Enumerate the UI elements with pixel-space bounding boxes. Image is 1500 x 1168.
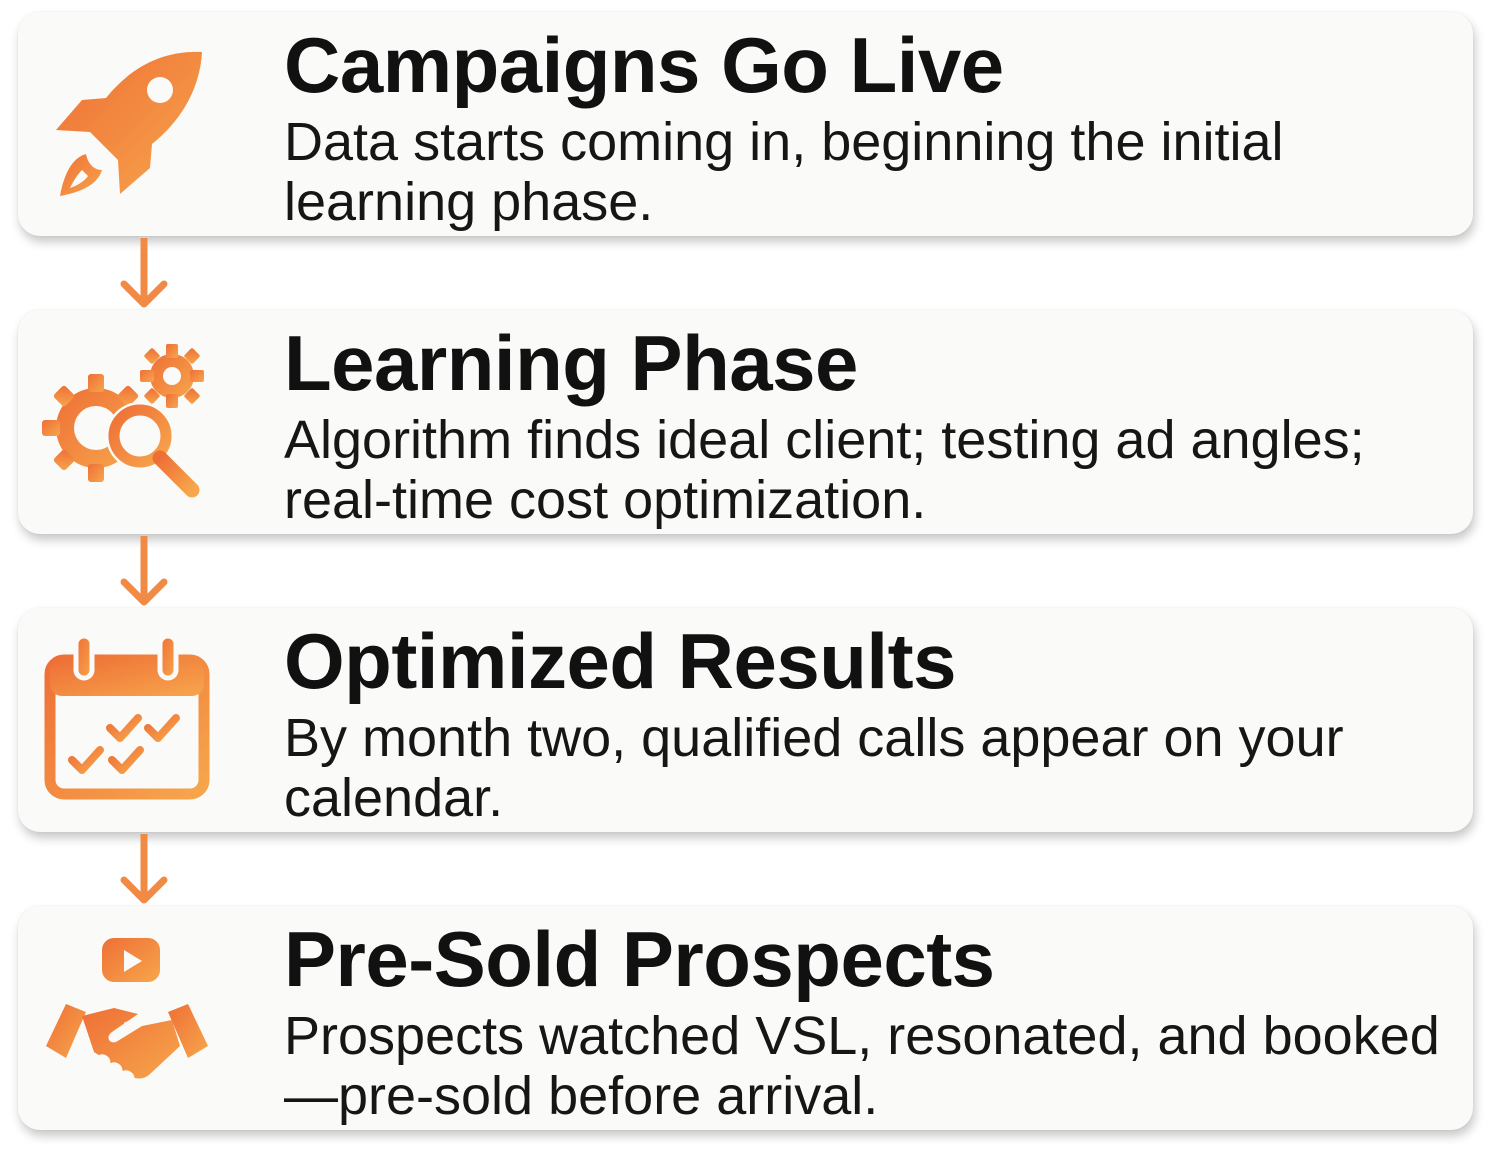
step-title: Optimized Results [284, 617, 956, 705]
step-title: Pre-Sold Prospects [284, 915, 995, 1003]
step-description: By month two, qualified calls appear on … [284, 708, 1344, 828]
step-card-learning-phase: Learning Phase Algorithm finds ideal cli… [18, 310, 1473, 534]
step-description: Data starts coming in, beginning the ini… [284, 112, 1284, 232]
rocket-icon [42, 38, 212, 208]
video-handshake-icon [42, 934, 212, 1104]
calendar-check-icon [42, 630, 212, 800]
step-card-campaigns-go-live: Campaigns Go Live Data starts coming in,… [18, 12, 1473, 236]
step-card-pre-sold-prospects: Pre-Sold Prospects Prospects watched VSL… [18, 906, 1473, 1130]
step-description: Algorithm finds ideal client; testing ad… [284, 410, 1365, 530]
step-title: Learning Phase [284, 319, 858, 407]
step-description: Prospects watched VSL, resonated, and bo… [284, 1006, 1440, 1126]
down-arrow-connector [118, 834, 170, 906]
down-arrow-connector [118, 536, 170, 608]
step-title: Campaigns Go Live [284, 21, 1004, 109]
down-arrow-connector [118, 238, 170, 310]
gears-magnifier-icon [42, 336, 212, 506]
step-card-optimized-results: Optimized Results By month two, qualifie… [18, 608, 1473, 832]
